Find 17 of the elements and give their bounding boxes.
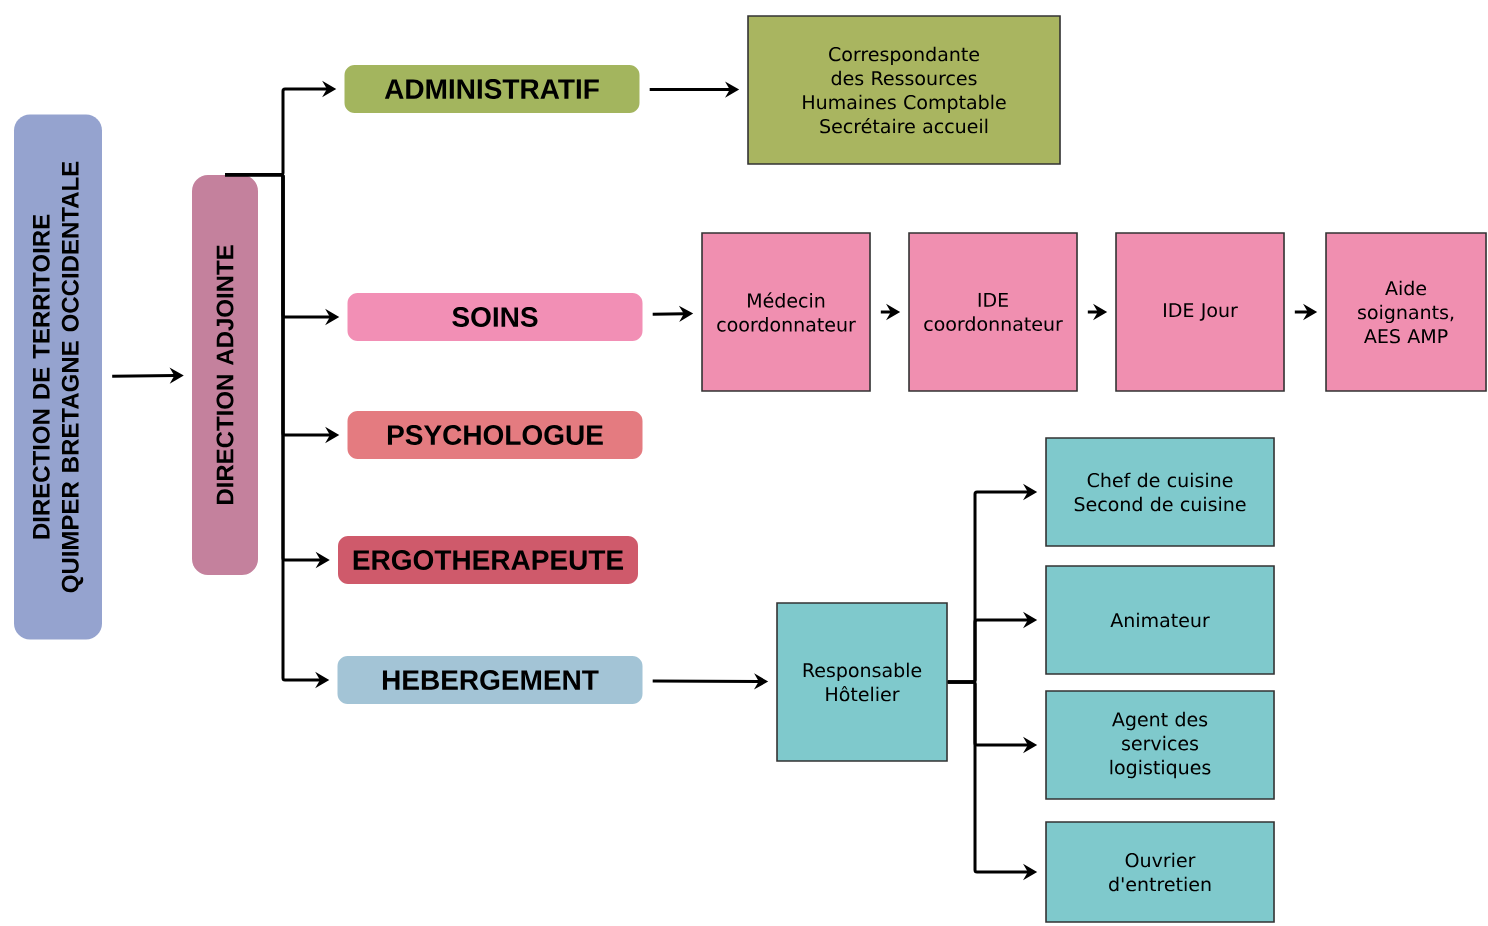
- role-box: Ouvrier d'entretien: [1045, 821, 1275, 923]
- role-box: IDE coordonnateur: [908, 232, 1078, 392]
- role-box: Aide soignants, AES AMP: [1325, 232, 1487, 392]
- department-bar: SOINS: [347, 293, 643, 341]
- role-box: Animateur: [1045, 565, 1275, 675]
- department-bar: PSYCHOLOGUE: [347, 411, 643, 459]
- department-bar: ERGOTHERAPEUTE: [338, 536, 638, 584]
- role-box: Responsable Hôtelier: [776, 602, 948, 762]
- role-box: Agent des services logistiques: [1045, 690, 1275, 800]
- role-box: Chef de cuisine Second de cuisine: [1045, 437, 1275, 547]
- role-box: IDE Jour: [1115, 232, 1285, 392]
- role-box: Correspondante des Ressources Humaines Comptable Secrétaire accueil: [747, 15, 1061, 165]
- direction-box: DIRECTION DE TERRITOIRE QUIMPER BRETAGNE OCCIDENTALE: [14, 114, 102, 640]
- department-bar: ADMINISTRATIF: [344, 65, 640, 113]
- direction-box: DIRECTION ADJOINTE: [192, 175, 258, 575]
- role-box: Médecin coordonnateur: [701, 232, 871, 392]
- department-bar: HEBERGEMENT: [337, 656, 643, 704]
